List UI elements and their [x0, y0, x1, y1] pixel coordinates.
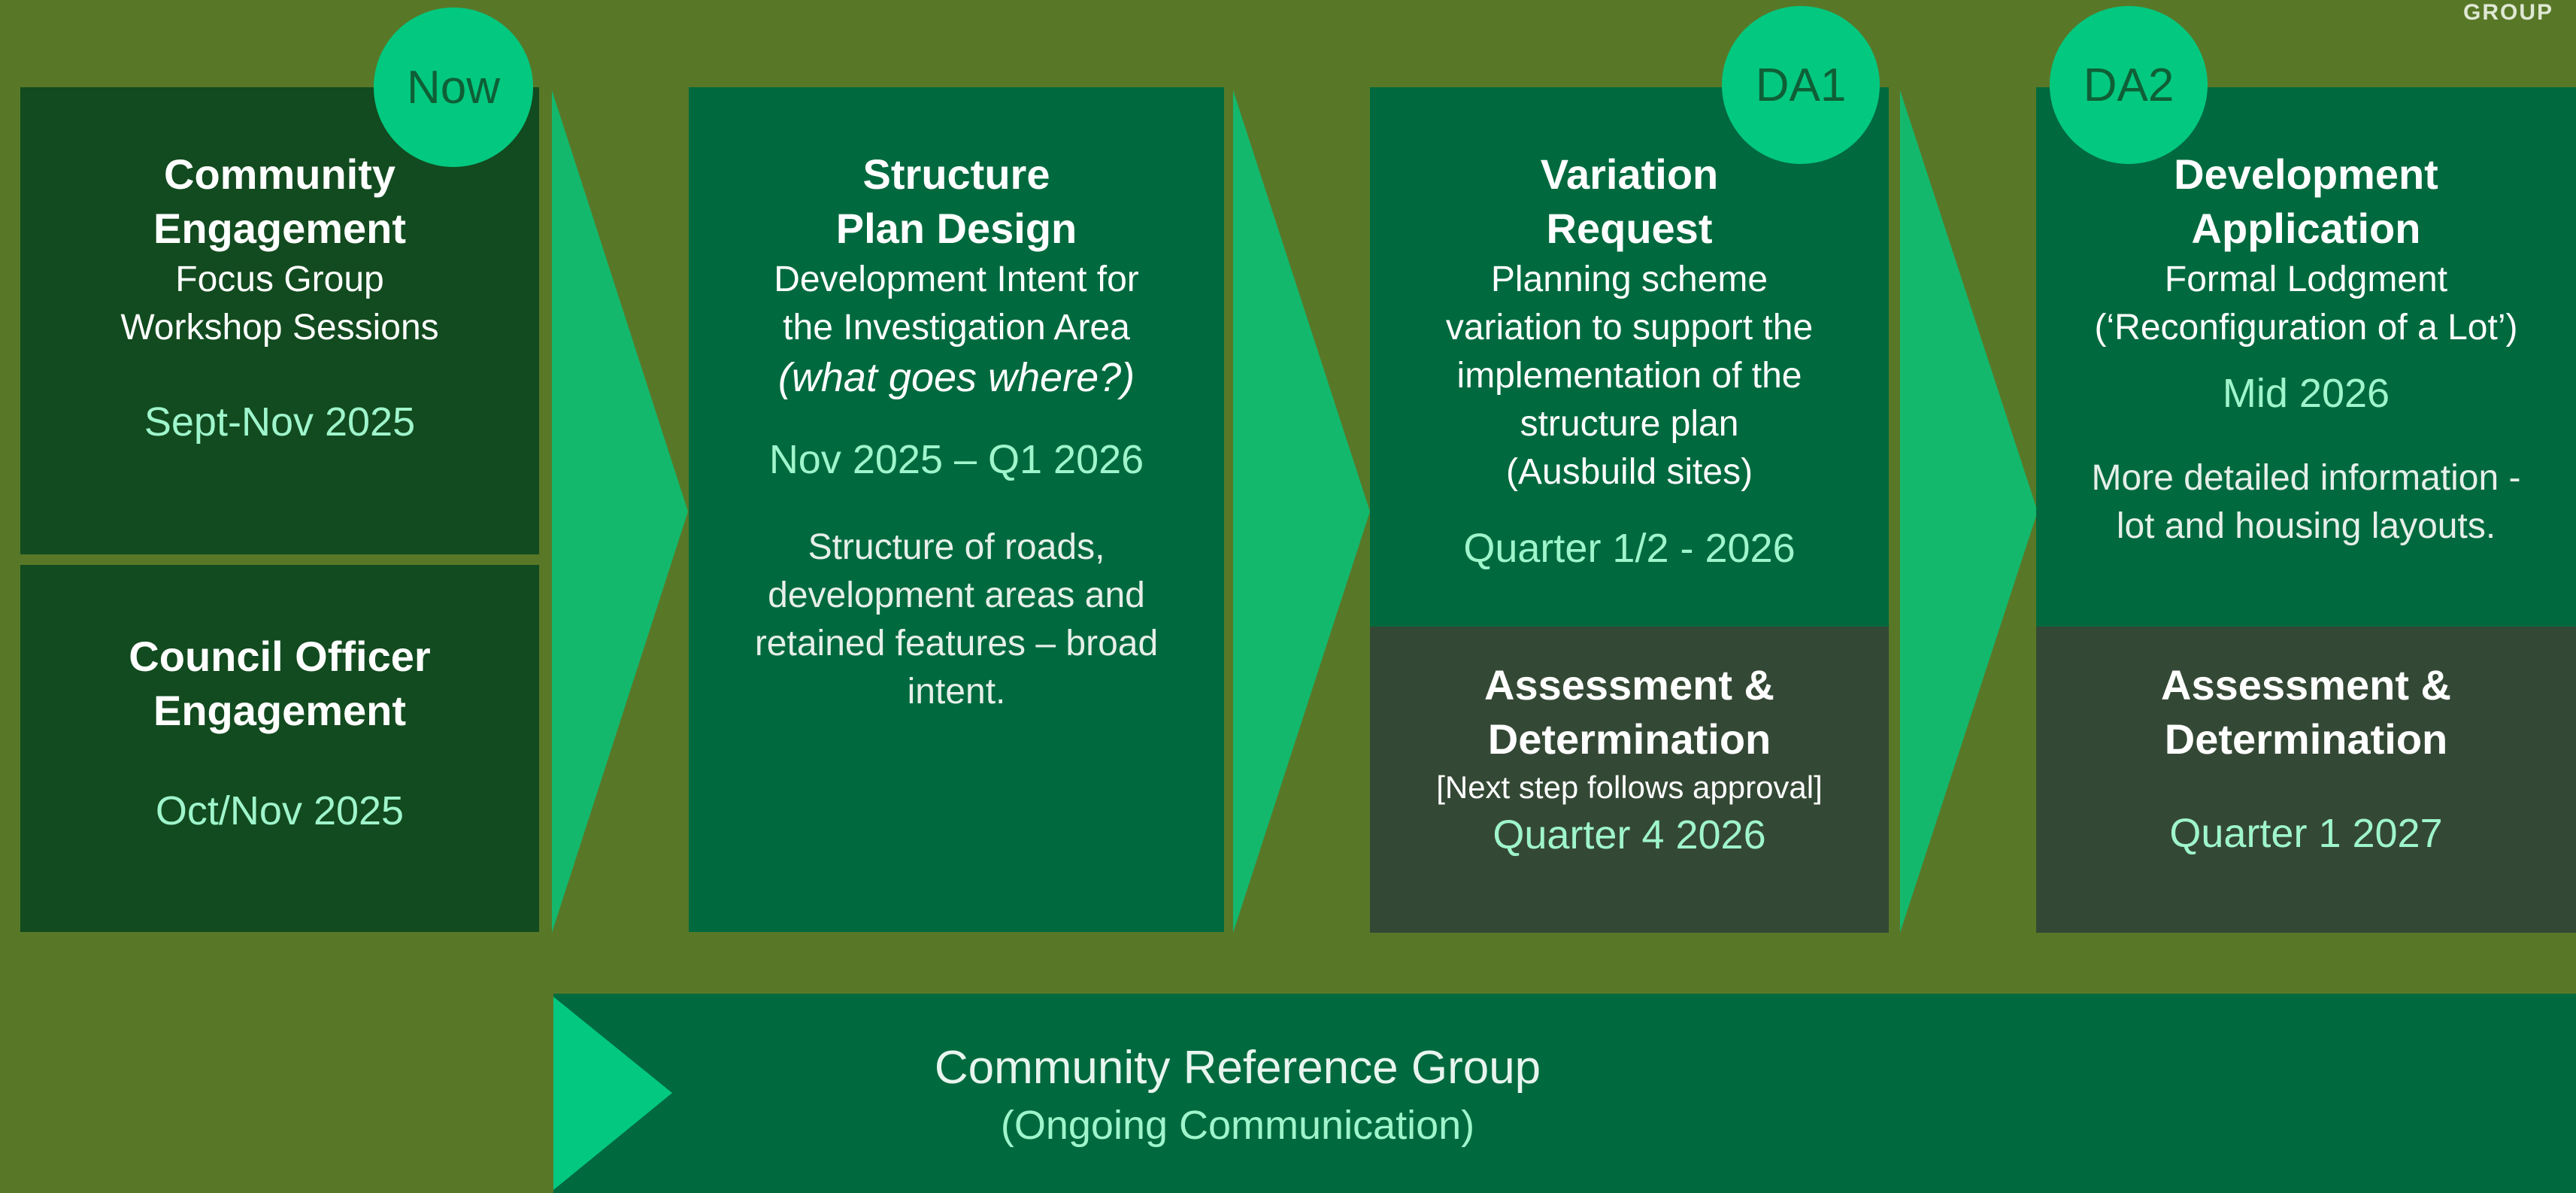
stage-note-line2: development areas and [768, 575, 1145, 615]
stage-date: Quarter 1/2 - 2026 [1463, 526, 1796, 571]
reference-group-text: Community Reference Group (Ongoing Commu… [854, 1039, 1621, 1153]
stage-title-line1: Structure [862, 150, 1050, 198]
arrow-2 [1233, 90, 1370, 933]
stage-date: Oct/Nov 2025 [155, 788, 405, 833]
stage-assessment-determination-2: Assessment & Determination Quarter 1 202… [2036, 627, 2576, 933]
stage-structure-plan-design: Structure Plan Design Development Intent… [689, 87, 1224, 932]
stage-title-line1: Assessment & [2161, 661, 2451, 709]
stage-title-line2: Application [2191, 205, 2421, 252]
stage-date: Nov 2025 – Q1 2026 [768, 437, 1144, 482]
stage-development-application: Development Application Formal Lodgment … [2036, 87, 2576, 627]
badge-now: Now [374, 8, 533, 167]
stage-note: [Next step follows approval] [1436, 770, 1823, 805]
stage-note-line2: lot and housing layouts. [2116, 506, 2496, 546]
stage-title-line2: Plan Design [835, 205, 1077, 252]
stage-date: Quarter 4 2026 [1493, 812, 1766, 858]
stage-note-line3: retained features – broad [754, 624, 1159, 663]
stage-title-line1: Council Officer [129, 633, 431, 680]
badge-da1: DA1 [1722, 6, 1880, 164]
company-logo-text: GROUP [2463, 0, 2554, 25]
stage-date: Sept-Nov 2025 [144, 399, 416, 445]
reference-group-sub: (Ongoing Communication) [1000, 1103, 1475, 1148]
stage-sub-line1: Planning scheme [1490, 260, 1768, 299]
stage-note-line1: More detailed information - [2091, 458, 2521, 498]
stage-note-line4: intent. [907, 672, 1006, 712]
stage-sub-line1: Formal Lodgment [2164, 260, 2448, 299]
stage-title-line2: Engagement [153, 687, 407, 734]
stage-sub-line2: the Investigation Area [783, 308, 1130, 348]
stage-sub-italic: (what goes where?) [777, 355, 1135, 400]
stage-variation-request: Variation Request Planning scheme variat… [1370, 87, 1889, 627]
arrow-1 [552, 90, 688, 933]
arrow-3 [1900, 90, 2038, 933]
stage-title-line1: Development [2174, 150, 2438, 198]
stage-sub-line4: structure plan [1520, 404, 1739, 444]
reference-group-title: Community Reference Group [934, 1042, 1541, 1094]
stage-sub-line2: Workshop Sessions [120, 308, 439, 348]
play-triangle-icon [553, 997, 672, 1190]
stage-sub-line1: Development Intent for [774, 260, 1139, 299]
stage-title-line2: Determination [2164, 715, 2448, 763]
stage-note-line1: Structure of roads, [808, 527, 1105, 567]
stage-date: Quarter 1 2027 [2169, 811, 2443, 856]
badge-da2: DA2 [2050, 6, 2208, 164]
stage-title-line2: Engagement [153, 205, 407, 252]
community-reference-group-bar: Community Reference Group (Ongoing Commu… [553, 994, 2576, 1193]
stage-title-line1: Variation [1540, 150, 1719, 198]
stage-title-line1: Assessment & [1484, 661, 1774, 709]
stage-title-line2: Determination [1487, 715, 1771, 763]
stage-assessment-determination-1: Assessment & Determination [Next step fo… [1370, 627, 1889, 933]
stage-title-line1: Community [164, 150, 395, 198]
stage-date: Mid 2026 [2222, 371, 2390, 416]
stage-title-line2: Request [1546, 205, 1713, 252]
stage-council-officer-engagement: Council Officer Engagement Oct/Nov 2025 [20, 565, 539, 932]
stage-sub-line3: implementation of the [1456, 356, 1802, 396]
stage-sub-line5: (Ausbuild sites) [1505, 452, 1753, 492]
stage-sub-line2: (‘Reconfiguration of a Lot’) [2094, 308, 2518, 348]
stage-sub-line1: Focus Group [175, 260, 384, 299]
stage-community-engagement: Community Engagement Focus Group Worksho… [20, 87, 539, 554]
stage-sub-line2: variation to support the [1445, 308, 1814, 348]
